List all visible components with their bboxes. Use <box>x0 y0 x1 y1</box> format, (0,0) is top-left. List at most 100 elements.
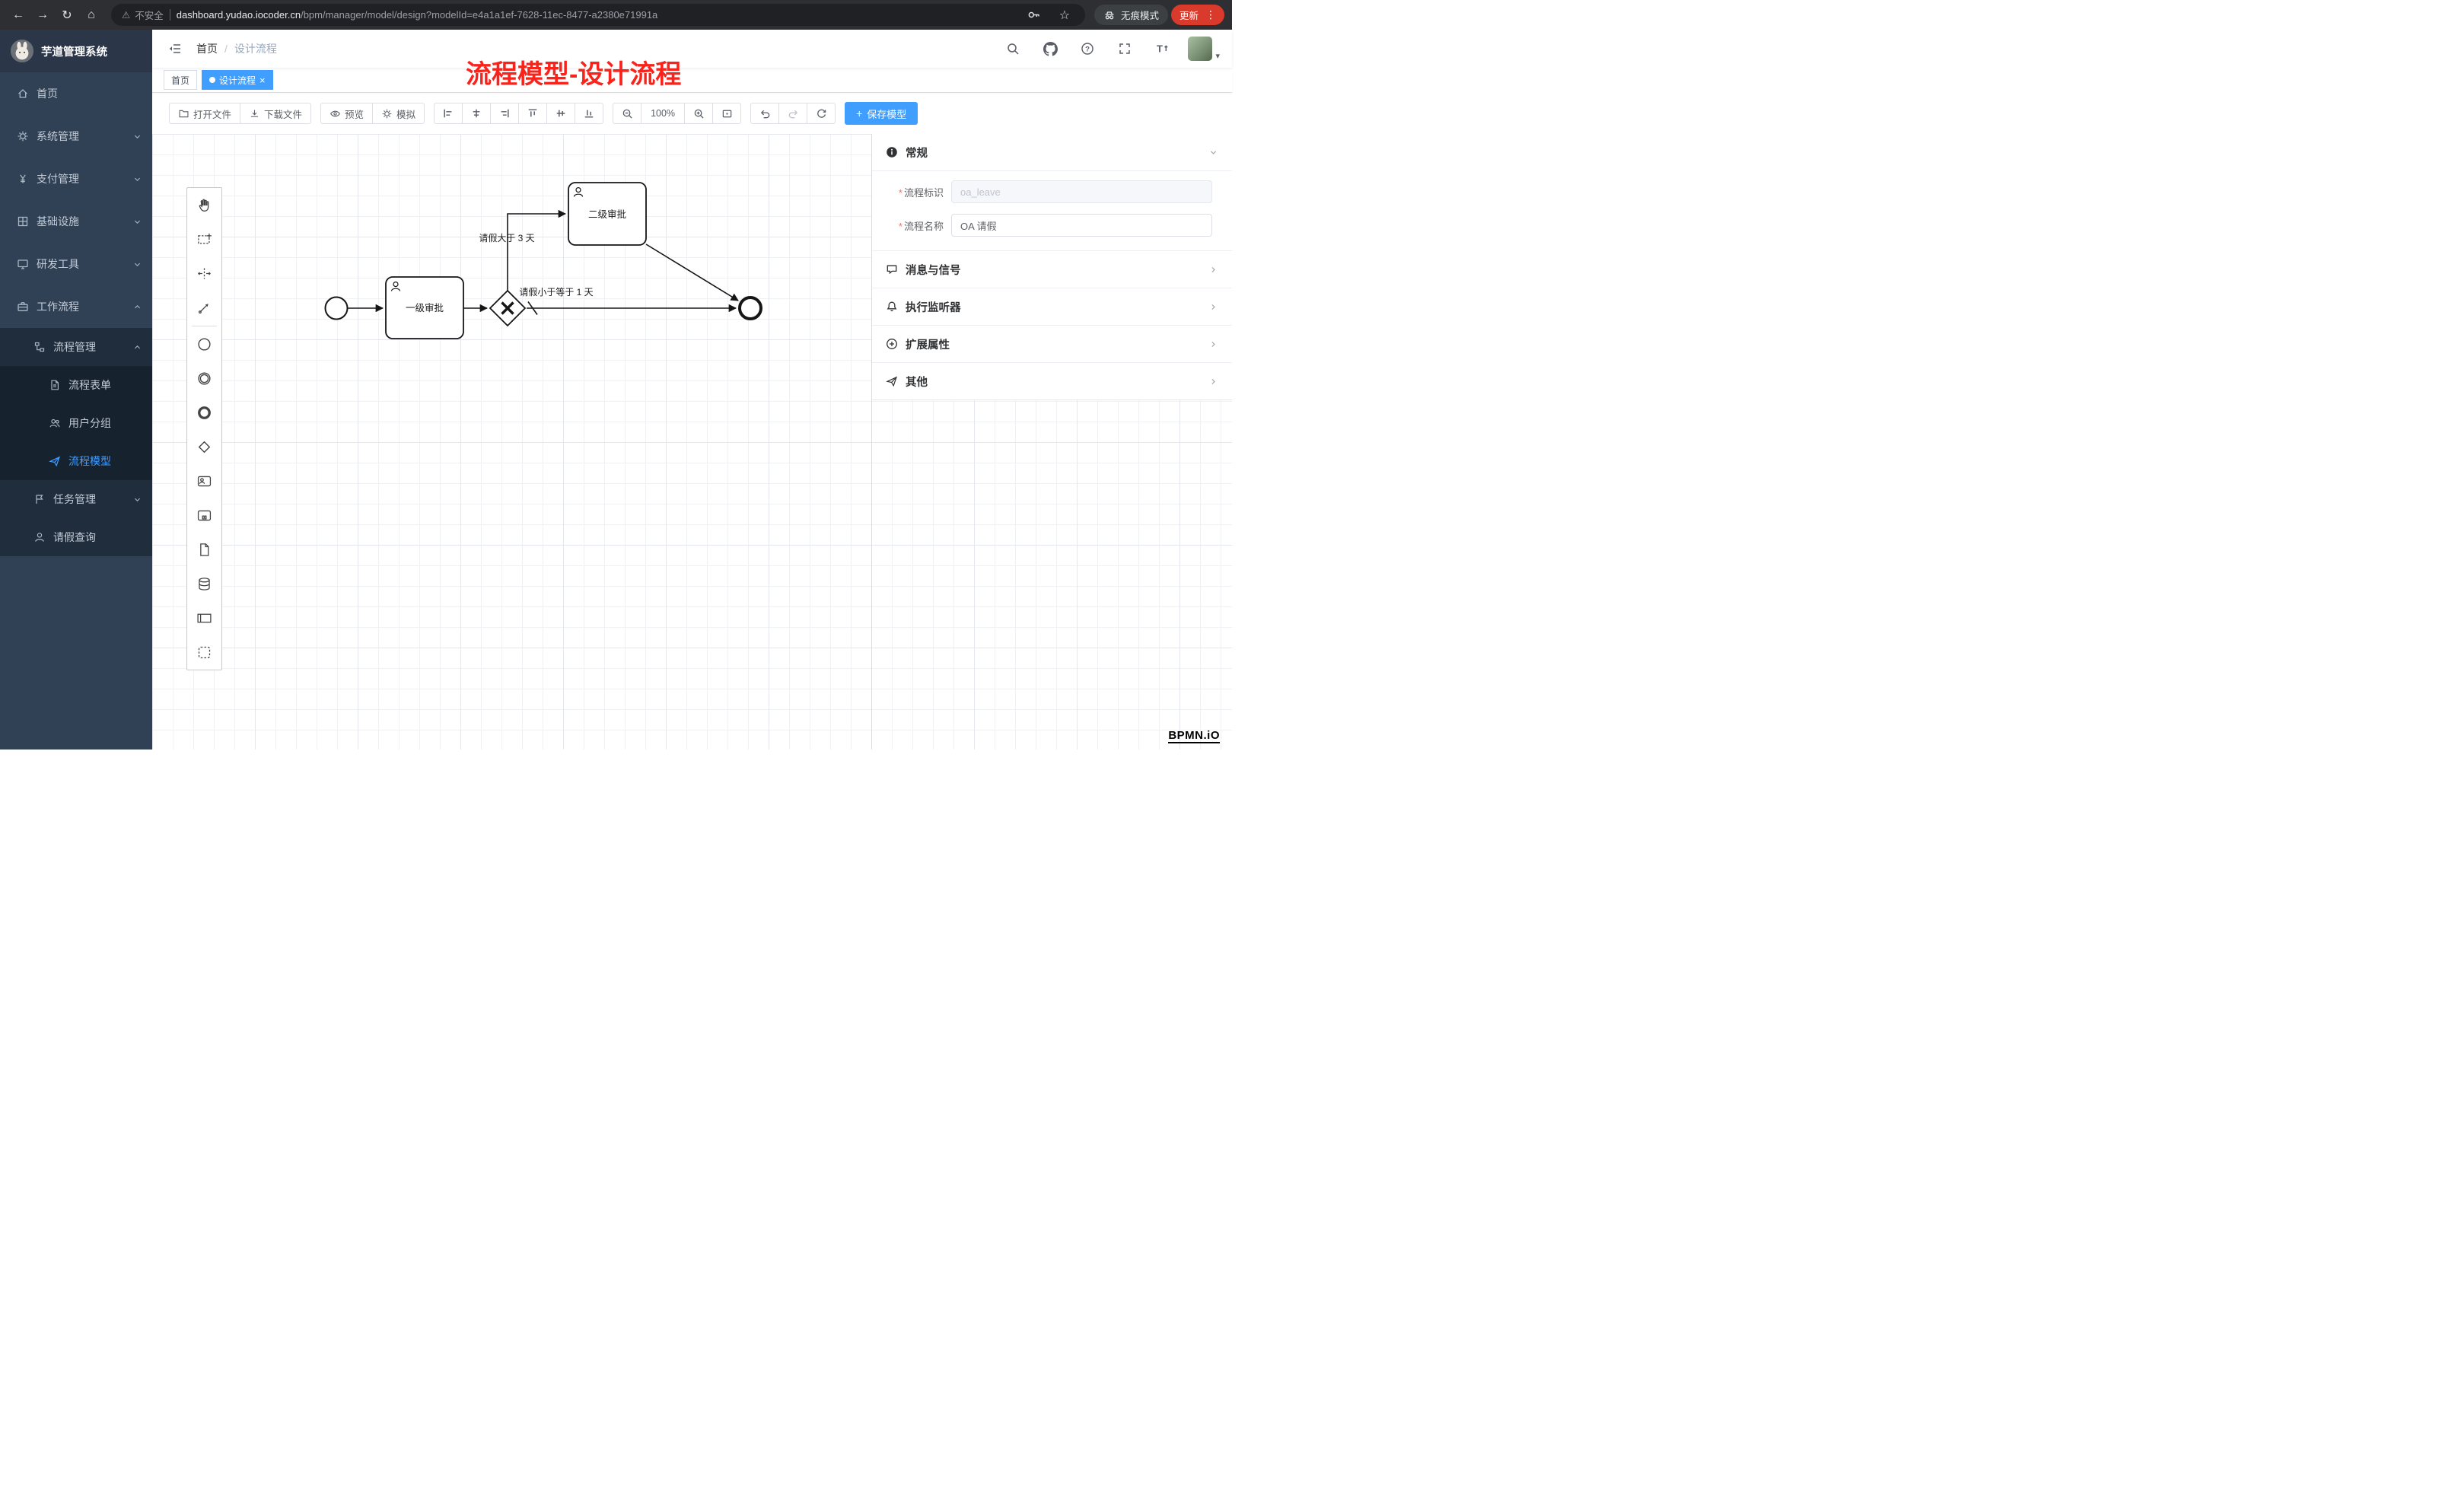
palette-create-data-store[interactable] <box>187 567 221 601</box>
search-icon[interactable] <box>1001 37 1024 60</box>
restart-button[interactable] <box>807 103 836 124</box>
tab-home[interactable]: 首页 <box>164 70 197 90</box>
bpmn-canvas[interactable]: 请假大于 3 天 请假小于等于 1 天 一级审批 <box>152 134 1232 750</box>
sequence-flow-gateway-to-task2[interactable] <box>508 214 565 291</box>
end-event[interactable] <box>740 298 761 319</box>
start-event[interactable] <box>326 298 348 320</box>
align-center-button[interactable] <box>462 103 491 124</box>
user-task-level2[interactable]: 二级审批 <box>568 183 646 245</box>
align-right-button[interactable] <box>490 103 519 124</box>
breadcrumb: 首页 / 设计流程 <box>196 41 277 56</box>
paper-plane-icon <box>49 455 61 467</box>
open-file-button[interactable]: 打开文件 <box>169 103 240 124</box>
sequence-flow-task2-to-end[interactable] <box>646 244 738 301</box>
url-text[interactable]: dashboard.yudao.iocoder.cn/bpm/manager/m… <box>177 9 1017 21</box>
panel-section-execution-listeners[interactable]: 执行监听器 <box>872 288 1232 326</box>
zoom-out-icon <box>622 108 633 119</box>
download-file-button[interactable]: 下载文件 <box>240 103 311 124</box>
palette-create-start-event[interactable] <box>187 327 221 361</box>
preview-button[interactable]: 预览 <box>320 103 373 124</box>
panel-section-messages-signals[interactable]: 消息与信号 <box>872 251 1232 288</box>
sidebar-item-workflow[interactable]: 工作流程 <box>0 285 152 328</box>
sidebar-item-home[interactable]: 首页 <box>0 72 152 115</box>
top-navbar: 首页 / 设计流程 ? T <box>152 30 1232 68</box>
align-middle-button[interactable] <box>546 103 575 124</box>
bpmn-palette <box>186 187 222 670</box>
chevron-right-icon <box>1208 302 1218 312</box>
flow-label-le1[interactable]: 请假小于等于 1 天 <box>519 287 593 298</box>
palette-hand-tool[interactable] <box>187 188 221 222</box>
browser-menu-icon[interactable]: ⋮ <box>1205 8 1216 21</box>
sidebar-item-system[interactable]: 系统管理 <box>0 115 152 158</box>
address-bar[interactable]: ⚠ 不安全 dashboard.yudao.iocoder.cn/bpm/man… <box>111 4 1085 26</box>
simulate-button[interactable]: 模拟 <box>372 103 425 124</box>
browser-reload-button[interactable]: ↻ <box>56 5 78 26</box>
redo-button[interactable] <box>778 103 807 124</box>
palette-create-intermediate-event[interactable] <box>187 361 221 396</box>
sidebar-item-user-group[interactable]: 用户分组 <box>0 404 152 442</box>
close-icon[interactable]: × <box>259 75 266 85</box>
process-name-input[interactable] <box>951 214 1212 237</box>
browser-forward-button[interactable]: → <box>32 5 53 26</box>
bookmark-star-icon[interactable]: ☆ <box>1053 4 1076 27</box>
sidebar-item-payment[interactable]: 支付管理 <box>0 158 152 200</box>
fullscreen-icon[interactable] <box>1113 37 1136 60</box>
user-menu[interactable]: ▾ <box>1188 37 1220 61</box>
key-icon[interactable] <box>1023 4 1046 27</box>
palette-create-end-event[interactable] <box>187 396 221 430</box>
user-task-level1[interactable]: 一级审批 <box>386 277 463 339</box>
panel-section-general[interactable]: 常规 <box>872 134 1232 171</box>
browser-back-button[interactable]: ← <box>8 5 29 26</box>
sidebar-item-process-form[interactable]: 流程表单 <box>0 366 152 404</box>
align-bottom-button[interactable] <box>575 103 603 124</box>
tags-view: 首页 设计流程 × <box>152 68 1232 93</box>
align-left-button[interactable] <box>434 103 463 124</box>
palette-global-connect-tool[interactable] <box>187 291 221 325</box>
incognito-icon <box>1103 9 1116 21</box>
tab-design[interactable]: 设计流程 × <box>202 70 273 90</box>
undo-button[interactable] <box>750 103 779 124</box>
required-mark: * <box>899 221 903 232</box>
document-icon <box>49 379 61 391</box>
sidebar-collapse-button[interactable] <box>163 37 187 61</box>
save-model-button[interactable]: + 保存模型 <box>845 102 918 125</box>
sidebar-item-devtools[interactable]: 研发工具 <box>0 243 152 285</box>
sidebar-item-infra[interactable]: 基础设施 <box>0 200 152 243</box>
panel-section-other[interactable]: 其他 <box>872 363 1232 400</box>
sidebar-item-task-mgmt[interactable]: 任务管理 <box>0 480 152 518</box>
palette-lasso-tool[interactable] <box>187 222 221 256</box>
palette-create-participant[interactable] <box>187 601 221 635</box>
palette-create-user-task[interactable] <box>187 464 221 498</box>
avatar[interactable] <box>1188 37 1212 61</box>
palette-create-group[interactable] <box>187 635 221 670</box>
sidebar-item-process-mgmt[interactable]: 流程管理 <box>0 328 152 366</box>
zoom-level-display[interactable]: 100% <box>641 103 685 124</box>
browser-update-button[interactable]: 更新 ⋮ <box>1171 5 1224 25</box>
incognito-badge: 无痕模式 <box>1094 5 1168 25</box>
sidebar-item-process-model[interactable]: 流程模型 <box>0 442 152 480</box>
app-logo[interactable]: 芋道管理系统 <box>0 30 152 72</box>
flag-icon <box>33 493 46 505</box>
breadcrumb-home[interactable]: 首页 <box>196 41 218 56</box>
help-icon[interactable]: ? <box>1076 37 1099 60</box>
font-size-icon[interactable]: T <box>1151 37 1173 60</box>
browser-home-button[interactable]: ⌂ <box>81 5 102 26</box>
panel-section-extended-properties[interactable]: 扩展属性 <box>872 326 1232 363</box>
bpmn-io-logo[interactable]: BPMN.iO <box>1168 729 1220 743</box>
palette-create-subprocess[interactable] <box>187 498 221 533</box>
zoom-reset-button[interactable] <box>712 103 741 124</box>
briefcase-icon <box>17 301 29 313</box>
zoom-out-button[interactable] <box>613 103 641 124</box>
security-indicator[interactable]: ⚠ 不安全 <box>122 8 164 22</box>
security-label: 不安全 <box>135 8 164 22</box>
sidebar-item-leave-query[interactable]: 请假查询 <box>0 518 152 556</box>
github-icon[interactable] <box>1039 37 1062 60</box>
zoom-in-button[interactable] <box>684 103 713 124</box>
process-key-input[interactable] <box>951 180 1212 203</box>
palette-space-tool[interactable] <box>187 256 221 291</box>
flow-label-gt3[interactable]: 请假大于 3 天 <box>479 233 534 243</box>
palette-create-data-object[interactable] <box>187 533 221 567</box>
align-top-button[interactable] <box>518 103 547 124</box>
palette-create-gateway[interactable] <box>187 430 221 464</box>
task1-label: 一级审批 <box>406 302 444 313</box>
